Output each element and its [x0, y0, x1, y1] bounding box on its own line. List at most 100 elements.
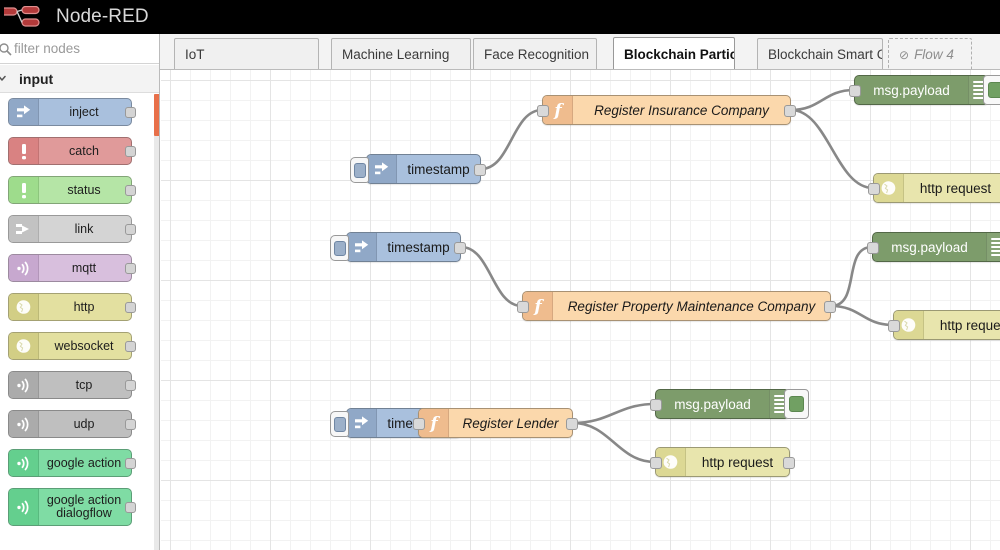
- palette-node-label: udp: [73, 416, 95, 431]
- node-output-port[interactable]: [784, 105, 796, 117]
- palette-node-tcp[interactable]: tcp: [8, 371, 136, 399]
- palette-node-label: inject: [69, 104, 99, 119]
- signal-waves-icon: [9, 450, 39, 476]
- flow-tab-label: Blockchain Smart Co: [768, 47, 883, 62]
- node-output-port[interactable]: [454, 242, 466, 254]
- flow-node-label: timestamp: [407, 161, 470, 177]
- signal-waves-icon: [9, 489, 39, 525]
- palette-node-http[interactable]: http: [8, 293, 136, 321]
- node-input-port[interactable]: [650, 457, 662, 469]
- debug-toggle-button[interactable]: [784, 389, 809, 419]
- flow-node-http-request-1[interactable]: http request: [868, 173, 1000, 203]
- flow-tab-flow-4[interactable]: ⊘Flow 4: [888, 38, 972, 69]
- palette-scrollbar-track[interactable]: [154, 94, 159, 550]
- inject-arrow-icon: [347, 409, 377, 437]
- palette-node-output-port[interactable]: [125, 224, 136, 235]
- palette-search-input[interactable]: [12, 34, 159, 63]
- signal-waves-icon: [9, 255, 39, 281]
- palette-scrollbar-thumb[interactable]: [154, 94, 159, 136]
- node-input-port[interactable]: [537, 105, 549, 117]
- palette-node-output-port[interactable]: [125, 146, 136, 157]
- palette-node-output-port[interactable]: [125, 419, 136, 430]
- flow-node-debug-3[interactable]: msg.payload: [650, 389, 809, 419]
- palette-node-output-port[interactable]: [125, 341, 136, 352]
- palette-node-status[interactable]: status: [8, 176, 136, 204]
- node-input-port[interactable]: [867, 242, 879, 254]
- palette-node-label: tcp: [75, 377, 93, 392]
- flow-node-debug-2[interactable]: msg.payload: [867, 232, 1000, 262]
- flow-node-inject-1[interactable]: timestamp: [350, 154, 486, 184]
- node-input-port[interactable]: [650, 399, 662, 411]
- debug-lines-icon: [986, 233, 1000, 261]
- palette-node-google-action[interactable]: google action: [8, 449, 136, 477]
- disabled-circle-slash-icon: ⊘: [899, 47, 910, 62]
- palette-node-output-port[interactable]: [125, 302, 136, 313]
- node-input-port[interactable]: [849, 85, 861, 97]
- palette-node-output-port[interactable]: [125, 107, 136, 118]
- palette-node-output-port[interactable]: [125, 458, 136, 469]
- inject-trigger-button[interactable]: [330, 235, 349, 261]
- debug-toggle-button[interactable]: [983, 75, 1000, 105]
- palette-node-output-port[interactable]: [125, 185, 136, 196]
- flow-tab-blockchain-smart-co[interactable]: Blockchain Smart Co: [757, 38, 883, 69]
- node-output-port[interactable]: [783, 457, 795, 469]
- exclamation-icon: [9, 177, 39, 203]
- node-input-port[interactable]: [413, 418, 425, 430]
- search-icon: [0, 42, 12, 56]
- inject-trigger-button[interactable]: [350, 157, 369, 183]
- palette-category-label: input: [19, 71, 54, 87]
- svg-text:f: f: [533, 297, 544, 316]
- palette-node-output-port[interactable]: [125, 502, 136, 513]
- link-arrow-icon: [9, 216, 39, 242]
- palette-node-inject[interactable]: inject: [8, 98, 136, 126]
- node-output-port[interactable]: [566, 418, 578, 430]
- flow-node-inject-2[interactable]: timestamp: [330, 232, 466, 262]
- palette-node-label: websocket: [54, 338, 114, 353]
- node-input-port[interactable]: [868, 183, 880, 195]
- flow-tab-face-recognition[interactable]: Face Recognition: [473, 38, 597, 69]
- palette-node-udp[interactable]: udp: [8, 410, 136, 438]
- node-input-port[interactable]: [517, 301, 529, 313]
- palette-node-label: catch: [69, 143, 99, 158]
- palette-node-mqtt[interactable]: mqtt: [8, 254, 136, 282]
- palette-category-input[interactable]: input: [0, 65, 159, 93]
- palette-node-label: link: [74, 221, 94, 236]
- flow-node-label: Register Lender: [462, 415, 559, 431]
- inject-trigger-button[interactable]: [330, 411, 349, 437]
- palette-node-link[interactable]: link: [8, 215, 136, 243]
- palette-search-row: [0, 34, 159, 64]
- exclamation-icon: [9, 138, 39, 164]
- flow-node-label: timestamp: [387, 239, 450, 255]
- flow-node-label: msg.payload: [873, 82, 950, 98]
- flow-node-http-request-3[interactable]: http request: [650, 447, 795, 477]
- flow-node-label: Register Insurance Company: [594, 102, 769, 118]
- signal-waves-icon: [9, 411, 39, 437]
- palette-node-websocket[interactable]: websocket: [8, 332, 136, 360]
- flow-canvas[interactable]: timestamp f Register Insurance Company msg.…: [161, 70, 1000, 550]
- flow-node-debug-1[interactable]: msg.payload: [849, 75, 1000, 105]
- flow-node-function-1[interactable]: f Register Insurance Company: [537, 95, 796, 125]
- inject-arrow-icon: [347, 233, 377, 261]
- palette-node-catch[interactable]: catch: [8, 137, 136, 165]
- node-output-port[interactable]: [824, 301, 836, 313]
- svg-text:f: f: [553, 101, 564, 120]
- flow-tab-machine-learning[interactable]: Machine Learning: [331, 38, 471, 69]
- palette-node-output-port[interactable]: [125, 263, 136, 274]
- node-red-logo-icon[interactable]: [4, 6, 52, 28]
- flow-node-http-request-2[interactable]: http request: [888, 310, 1000, 340]
- flow-node-label: msg.payload: [674, 396, 751, 412]
- flow-node-function-3[interactable]: f Register Lender: [413, 408, 578, 438]
- palette-node-output-port[interactable]: [125, 380, 136, 391]
- node-output-port[interactable]: [474, 164, 486, 176]
- flow-tab-iot[interactable]: IoT: [174, 38, 319, 69]
- node-input-port[interactable]: [888, 320, 900, 332]
- flow-tab-blockchain-particip[interactable]: Blockchain Particip: [613, 37, 735, 69]
- flow-tab-label: Blockchain Particip: [624, 46, 734, 62]
- svg-text:f: f: [429, 414, 440, 433]
- app-title: Node-RED: [56, 6, 149, 27]
- flow-tab-label: IoT: [185, 47, 205, 62]
